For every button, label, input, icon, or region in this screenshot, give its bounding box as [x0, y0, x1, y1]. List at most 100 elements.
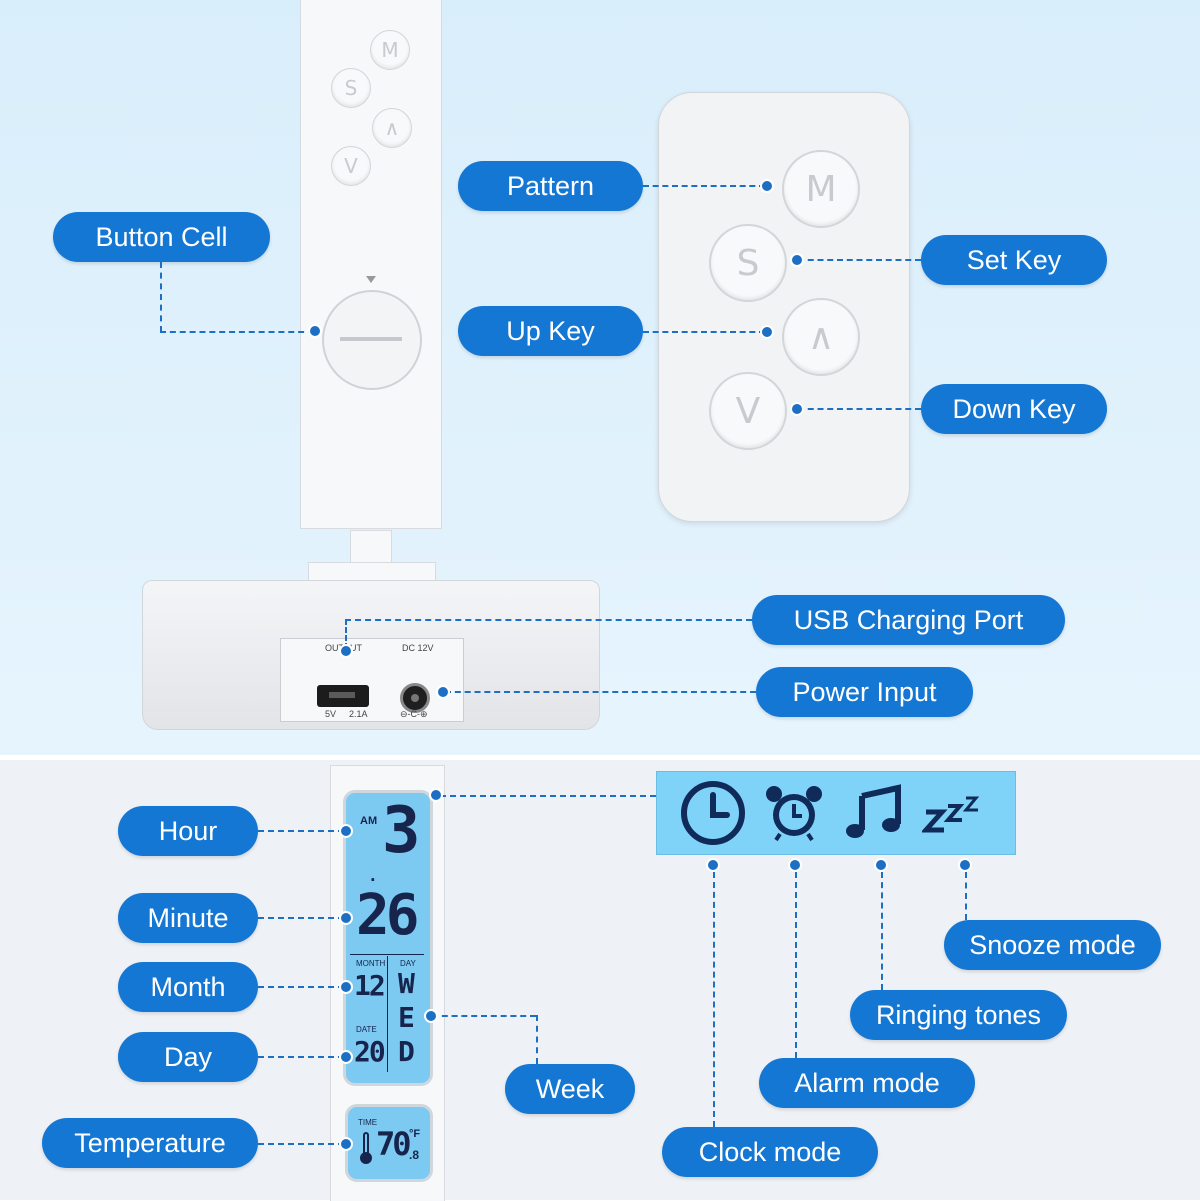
lcd-temp-unit: °F: [409, 1128, 421, 1140]
lcd-vertical-separator: [387, 956, 388, 1072]
temperature-label: Temperature: [42, 1118, 258, 1168]
ringing-tones-dot: [874, 858, 888, 872]
lcd-time-label: TIME: [358, 1118, 378, 1127]
alarm-mode-dot: [788, 858, 802, 872]
down-key-label: Down Key: [921, 384, 1107, 434]
up-key-label: Up Key: [458, 306, 643, 356]
mode-panel-connector: [440, 795, 656, 797]
day-dot: [339, 1050, 353, 1064]
hour-dot: [339, 824, 353, 838]
alarm-mode-label: Alarm mode: [759, 1058, 975, 1108]
clock-mode-label: Clock mode: [662, 1127, 878, 1177]
usb-connector-v: [345, 619, 347, 649]
down-key-dot: [790, 402, 804, 416]
button-cell-label: Button Cell: [53, 212, 270, 262]
arm-button-m: M: [370, 30, 410, 70]
keypad-zoom-panel: [658, 92, 910, 522]
minute-connector: [258, 917, 344, 919]
week-dot: [424, 1009, 438, 1023]
voltage-label: 5V: [325, 709, 337, 719]
polarity-label: ⊖-C-⊕: [400, 709, 428, 719]
arm-button-down: V: [331, 146, 371, 186]
dc-jack: [400, 683, 430, 713]
mode-panel-dot: [429, 788, 443, 802]
usb-port-tongue: [329, 692, 355, 698]
up-key-connector: [643, 331, 765, 333]
month-label: Month: [118, 962, 258, 1012]
lamp-arm: [300, 0, 442, 529]
lcd-separator: [350, 954, 424, 955]
lcd-month-value: 12: [354, 969, 386, 1002]
lcd-week-e: E: [398, 1001, 415, 1034]
lcd-month-label: MONTH: [356, 959, 386, 968]
temperature-connector: [258, 1143, 344, 1145]
day-label: Day: [118, 1032, 258, 1082]
lcd-date-label: DATE: [356, 1025, 377, 1034]
set-key-connector: [798, 259, 921, 261]
snooze-mode-connector: [965, 872, 967, 920]
dc-jack-pin: [411, 694, 419, 702]
day-connector: [258, 1056, 344, 1058]
alarm-clock-icon: [766, 786, 822, 842]
month-dot: [339, 980, 353, 994]
lcd-temp-value: 70: [376, 1125, 411, 1163]
week-connector-v: [536, 1015, 538, 1064]
down-key[interactable]: V: [709, 372, 787, 450]
power-input-dot: [436, 685, 450, 699]
button-cell-cover: [322, 290, 422, 390]
lcd-hour: 3: [382, 794, 421, 868]
button-cell-connector-h: [160, 331, 314, 333]
ringing-tones-label: Ringing tones: [850, 990, 1067, 1040]
music-note-icon: [846, 784, 901, 838]
clock-mode-connector: [713, 872, 715, 1127]
up-key[interactable]: ∧: [782, 298, 860, 376]
power-input-connector: [445, 691, 756, 693]
hour-label: Hour: [118, 806, 258, 856]
down-key-connector: [798, 408, 921, 410]
port-block: OUTPUT DC 12V 5V 2.1A ⊖-C-⊕: [280, 638, 464, 722]
arm-button-up: ∧: [372, 108, 412, 148]
button-cell-dot: [308, 324, 322, 338]
section-divider: [0, 755, 1200, 760]
lcd-date-value: 20: [354, 1035, 386, 1068]
pattern-dot: [760, 179, 774, 193]
lcd-day-label: DAY: [400, 959, 416, 968]
usb-connector-h: [345, 619, 752, 621]
lcd-minute: 26: [356, 883, 419, 948]
cell-arrow-icon: [366, 276, 376, 283]
snooze-mode-label: Snooze mode: [944, 920, 1161, 970]
usb-dot: [339, 644, 353, 658]
clock-mode-dot: [706, 858, 720, 872]
usb-port: [317, 685, 369, 707]
lcd-am: AM: [360, 815, 378, 827]
ringing-tones-connector: [881, 872, 883, 990]
clock-icon: [681, 781, 745, 845]
month-connector: [258, 986, 344, 988]
button-cell-slot: [340, 337, 402, 341]
mode-key[interactable]: M: [782, 150, 860, 228]
thermometer-bulb: [360, 1152, 372, 1164]
power-input-label: Power Input: [756, 667, 973, 717]
dc-label: DC 12V: [402, 643, 434, 653]
temperature-dot: [339, 1137, 353, 1151]
minute-dot: [339, 911, 353, 925]
pattern-label: Pattern: [458, 161, 643, 211]
set-key[interactable]: S: [709, 224, 787, 302]
lcd-main-display: [343, 790, 433, 1086]
week-connector-h: [432, 1015, 536, 1017]
button-cell-connector-v: [160, 262, 162, 332]
set-key-label: Set Key: [921, 235, 1107, 285]
hour-connector: [258, 830, 344, 832]
week-label: Week: [505, 1064, 635, 1114]
set-key-dot: [790, 253, 804, 267]
minute-label: Minute: [118, 893, 258, 943]
alarm-mode-connector: [795, 872, 797, 1058]
lcd-week-w: W: [398, 967, 415, 1000]
snooze-mode-dot: [958, 858, 972, 872]
pattern-connector: [643, 185, 765, 187]
arm-button-s: S: [331, 68, 371, 108]
snooze-zzz-icon: [922, 796, 980, 833]
lcd-week-d: D: [398, 1035, 415, 1068]
amperage-label: 2.1A: [349, 709, 368, 719]
lcd-colon: ·: [368, 870, 378, 889]
